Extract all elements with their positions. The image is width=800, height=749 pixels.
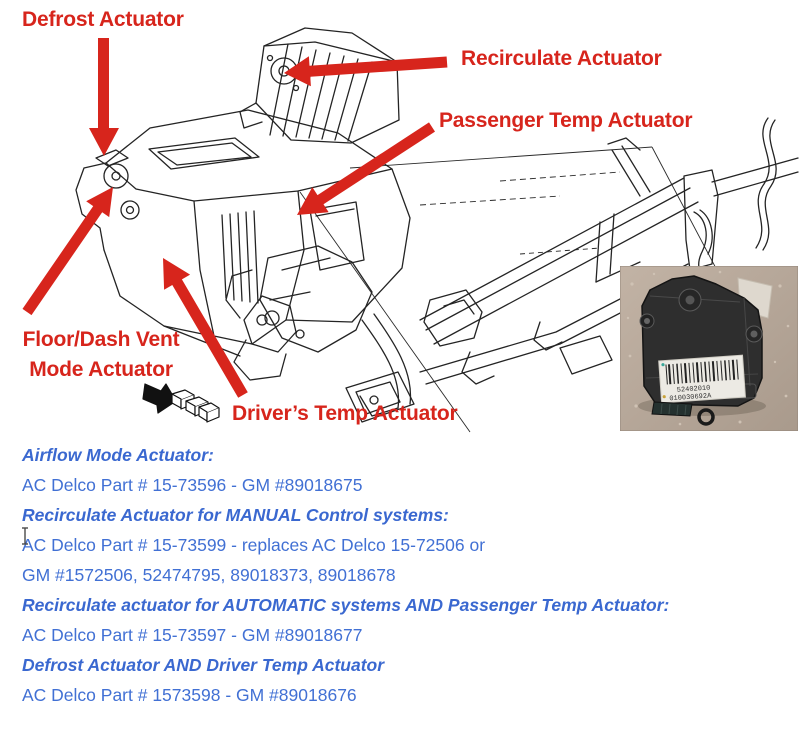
callout-passenger-temp: Passenger Temp Actuator [439,109,693,132]
connector-icon [142,383,220,423]
part-heading: Recirculate actuator for AUTOMATIC syste… [22,595,670,615]
floor-dash-arrow [22,187,113,316]
part-heading: Defrost Actuator AND Driver Temp Actuato… [22,655,385,675]
mount-ring [697,408,715,426]
recirculate-arrow [284,56,448,87]
part-heading: Recirculate Actuator for MANUAL Control … [22,505,449,525]
heater-case-drawing [75,109,411,381]
barcode-number-1: 52402010 [677,384,711,394]
blower-housing-drawing [239,27,400,144]
callout-arrows [22,38,448,398]
column-bracket-drawing [225,245,613,423]
part-heading: Airflow Mode Actuator: [22,445,214,465]
part-number-line: AC Delco Part # 15-73599 - replaces AC D… [22,535,486,555]
callout-recirculate: Recirculate Actuator [461,47,662,70]
carpet-speckle [626,270,790,426]
callout-drivers-temp: Driver’s Temp Actuator [232,402,458,425]
barcode-number-2: 010030692A [669,392,712,403]
part-number-line: AC Delco Part # 1573598 - GM #89018676 [22,685,357,705]
callout-defrost: Defrost Actuator [22,8,184,31]
callout-floor-dash-line2: Mode Actuator [29,358,173,381]
callout-floor-dash-line1: Floor/Dash Vent [22,328,180,351]
defrost-arrow [89,38,119,156]
assembly-line-art [22,27,799,433]
drivers-temp-arrow [163,258,248,398]
text-cursor-artifact [22,527,28,545]
part-number-line: AC Delco Part # 15-73597 - GM #89018677 [22,625,363,645]
part-number-line: GM #1572506, 52474795, 89018373, 8901867… [22,565,396,585]
barcode-label: 52402010 010030692A [658,354,746,404]
part-number-line: AC Delco Part # 15-73596 - GM #89018675 [22,475,363,495]
callout-floor-dash: Floor/Dash Vent Mode Actuator [4,325,198,385]
actuator-photo: 52402010 010030692A [620,266,798,431]
passenger-temp-arrow [297,122,435,215]
parts-list: Airflow Mode Actuator: AC Delco Part # 1… [22,440,782,710]
actuator-body: 52402010 010030692A [639,275,763,426]
